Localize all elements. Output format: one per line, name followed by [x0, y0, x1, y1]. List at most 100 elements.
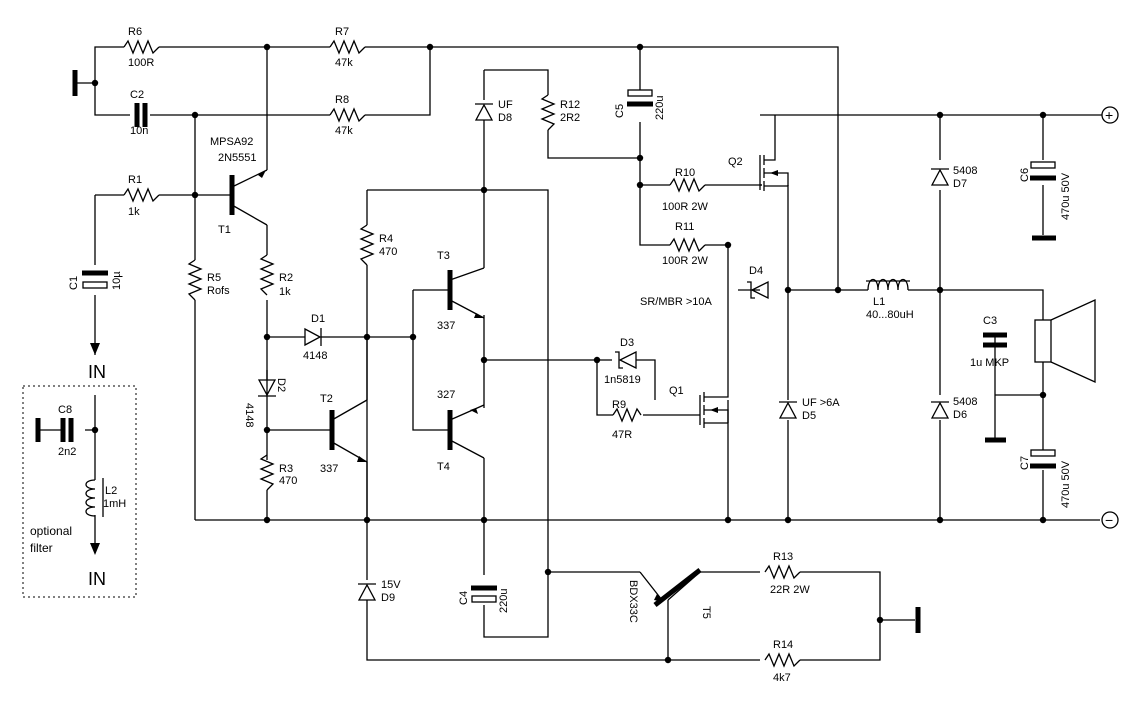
c3-label: C3: [983, 315, 997, 327]
d5-label: D5: [802, 410, 816, 422]
d3-symbol: [615, 350, 637, 370]
r5-symbol: [187, 259, 203, 301]
r9-label: R9: [612, 399, 626, 411]
r7-symbol: [329, 39, 366, 55]
c7-symbol: [1030, 449, 1056, 469]
t3-value: 337: [437, 320, 455, 332]
d2-value: 4148: [243, 403, 255, 427]
r2-value: 1k: [279, 286, 291, 298]
t1-part-a: MPSA92: [210, 136, 253, 148]
c5-label: C5: [614, 104, 626, 118]
r9-symbol: [612, 407, 642, 423]
d5-symbol: [778, 401, 798, 419]
t1-symbol: [229, 169, 268, 226]
r8-symbol: [329, 107, 366, 123]
r12-label: R12: [560, 99, 580, 111]
capacitors: [60, 89, 1056, 603]
r14-label: R14: [773, 639, 793, 651]
r1-symbol: [123, 187, 160, 203]
d7-value: 5408: [953, 165, 977, 177]
d2-label: D2: [275, 378, 287, 392]
terminals: [1101, 106, 1119, 529]
d4-symbol: [747, 280, 769, 300]
c3-value: 1u MKP: [970, 357, 1009, 369]
q1-symbol: [699, 390, 729, 428]
r6-symbol: [123, 39, 160, 55]
r7-value: 47k: [335, 57, 353, 69]
c2-symbol: [134, 103, 148, 127]
c4-label: C4: [458, 591, 470, 605]
in-arrows: [90, 343, 100, 555]
l1-symbol: [866, 278, 910, 291]
labels: R6 100R R7 47k R8 47k C2 10n MPSA92 2N55…: [30, 26, 1113, 684]
r4-label: R4: [379, 233, 393, 245]
c4-value: 220u: [498, 589, 510, 613]
r3-label: R3: [279, 463, 293, 475]
r2-symbol: [259, 254, 275, 296]
r11-symbol: [669, 237, 706, 253]
c2-value: 10n: [130, 125, 148, 137]
d9-value: 15V: [381, 579, 401, 591]
d6-label: D6: [953, 409, 967, 421]
t5-value: BDX33C: [627, 580, 639, 623]
c8-symbol: [60, 418, 74, 442]
l1-label: L1: [873, 296, 885, 308]
c3-symbol: [983, 332, 1007, 348]
r10-value: 100R 2W: [662, 201, 708, 213]
r7-label: R7: [335, 26, 349, 38]
d8-label: D8: [498, 112, 512, 124]
speaker-symbol: [1034, 298, 1096, 384]
srmbr-label: SR/MBR >10A: [640, 296, 712, 308]
t4-label: T4: [437, 461, 450, 473]
l1-value: 40...80uH: [866, 309, 914, 321]
c4-symbol: [471, 585, 497, 603]
d1-symbol: [304, 327, 330, 347]
t5-label: T5: [700, 606, 712, 619]
r11-value: 100R 2W: [662, 255, 708, 267]
t1-label: T1: [218, 224, 231, 236]
d1-value: 4148: [303, 350, 327, 362]
d7-label: D7: [953, 178, 967, 190]
r2-label: R2: [279, 272, 293, 284]
c6-label: C6: [1019, 168, 1031, 182]
r10-symbol: [669, 177, 706, 193]
c7-label: C7: [1019, 456, 1031, 470]
r13-value: 22R 2W: [770, 584, 810, 596]
d9-label: D9: [381, 592, 395, 604]
r5-label: R5: [207, 272, 221, 284]
in-label-bottom: IN: [88, 569, 106, 589]
d3-value: 1n5819: [604, 374, 641, 386]
d4-label: D4: [749, 265, 763, 277]
mosfets: [699, 115, 789, 428]
d5-value: UF >6A: [802, 397, 840, 409]
d8-symbol: [474, 103, 494, 121]
d9-symbol: [357, 583, 377, 601]
r1-label: R1: [128, 174, 142, 186]
r12-value: 2R2: [560, 112, 580, 124]
r1-value: 1k: [128, 206, 140, 218]
c6-symbol: [1030, 161, 1056, 181]
r5-value: Rofs: [207, 285, 230, 297]
r4-symbol: [359, 224, 375, 266]
filter-label: filter: [30, 541, 53, 555]
t3-label: T3: [437, 250, 450, 262]
optional-label: optional: [30, 524, 72, 538]
ground-bars: [35, 70, 1056, 633]
c1-symbol: [82, 270, 108, 289]
minus-terminal: [1101, 511, 1119, 529]
c8-value: 2n2: [58, 446, 76, 458]
t1-part-b: 2N5551: [218, 152, 257, 164]
plus-terminal: [1101, 106, 1119, 124]
q2-label: Q2: [728, 156, 743, 168]
c6-value: 470u 50V: [1060, 172, 1072, 220]
diodes: [257, 103, 950, 601]
t3-symbol: [447, 267, 485, 319]
r3-symbol: [259, 454, 275, 491]
d8-value: UF: [498, 99, 513, 111]
t5-symbol: [639, 568, 702, 607]
t2-symbol: [329, 337, 368, 520]
d6-value: 5408: [953, 396, 977, 408]
t4-symbol: [447, 404, 485, 459]
c8-label: C8: [58, 404, 72, 416]
